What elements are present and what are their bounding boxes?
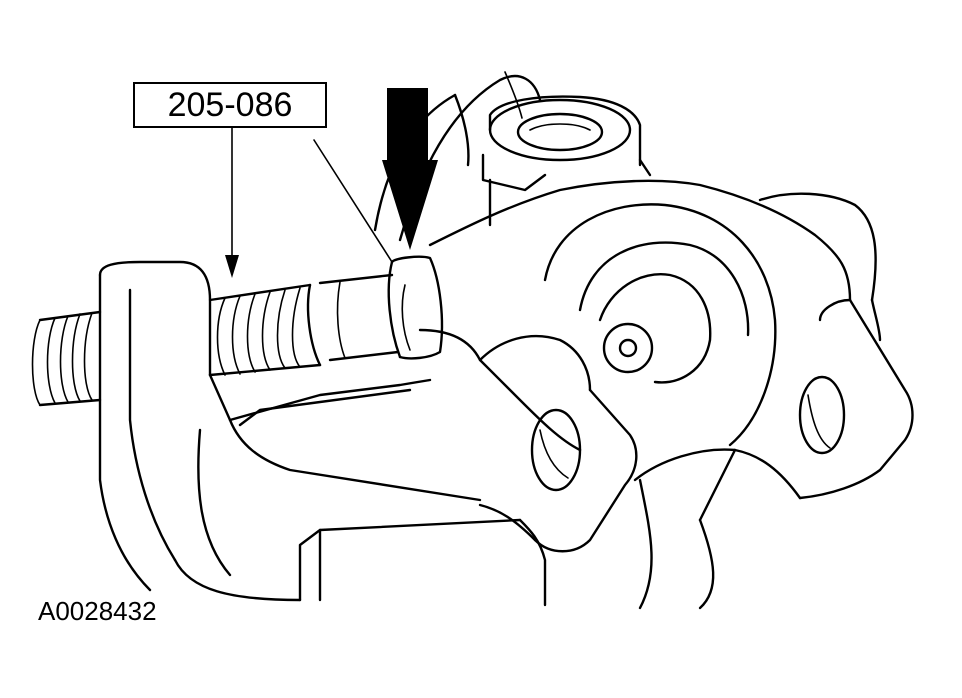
brake-hose-fitting — [481, 95, 652, 227]
caliper-housing — [428, 179, 914, 522]
force-direction-arrow — [382, 88, 438, 250]
piston-bore — [543, 203, 777, 447]
caliper-mounting-lug — [418, 328, 638, 553]
tool-adapter — [318, 255, 444, 362]
c-frame — [98, 260, 715, 610]
forcing-screw — [31, 283, 322, 407]
figure-id: A0028432 — [38, 596, 157, 626]
tool-number-label: 205-086 — [133, 82, 327, 128]
callout-leaders — [225, 127, 393, 278]
